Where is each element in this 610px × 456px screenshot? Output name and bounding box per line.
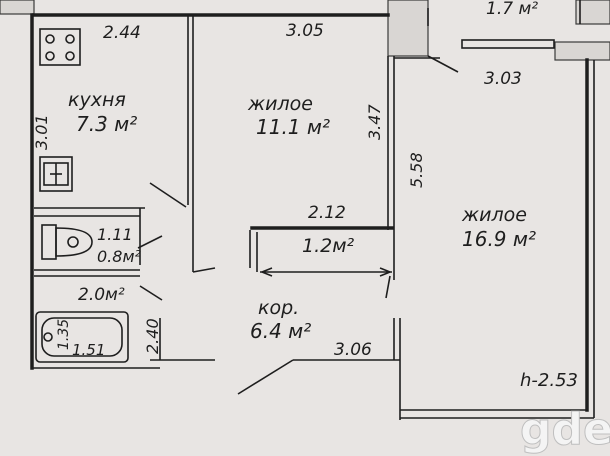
toilet-width-label: 1.11	[97, 225, 133, 244]
corridor-width-label: 3.06	[334, 340, 372, 360]
bathroom-length-label: 2.40	[143, 318, 162, 354]
room-labels: 2.44 3.05 1.7 м² 3.03 кухня 7.3 м² 3.01 …	[32, 0, 578, 391]
stove-icon	[39, 28, 81, 66]
bathtub-length-label: 1.51	[72, 341, 105, 359]
toilet-area-label: 0.8м²	[97, 247, 142, 266]
kitchen-sink-icon	[39, 156, 73, 192]
bathtub-icon	[35, 311, 129, 363]
living2-name-label: жилое	[461, 204, 527, 226]
closet-width-label: 2.12	[308, 203, 346, 223]
living1-name-label: жилое	[247, 93, 313, 115]
bathroom-area-label: 2.0м²	[78, 285, 125, 305]
kitchen-depth-label: 3.01	[32, 114, 51, 150]
top-room-area-label: 1.7 м²	[486, 0, 538, 19]
living2-depth-label: 5.58	[407, 152, 426, 188]
closet-dimension-arrows	[261, 267, 391, 277]
living2-width-label: 3.03	[484, 69, 522, 89]
kitchen-name-label: кухня	[68, 89, 126, 111]
kitchen-area-label: 7.3 м²	[76, 112, 137, 136]
bathtub-width-label: 1.35	[56, 319, 72, 350]
corridor-area-label: 6.4 м²	[250, 319, 311, 343]
walls	[30, 0, 595, 420]
living1-area-label: 11.1 м²	[256, 115, 330, 139]
kitchen-width-label: 2.44	[103, 23, 141, 43]
watermark-logo: gde	[520, 404, 610, 455]
toilet-icon	[41, 224, 93, 260]
ceiling-height-label: h-2.53	[520, 370, 578, 391]
corridor-name-label: кор.	[258, 297, 299, 319]
living1-width-label: 3.05	[286, 21, 324, 41]
closet-area-label: 1.2м²	[302, 235, 355, 257]
exterior-wall-blocks	[0, 0, 610, 61]
living1-depth-label: 3.47	[365, 104, 384, 140]
living2-area-label: 16.9 м²	[462, 227, 536, 251]
